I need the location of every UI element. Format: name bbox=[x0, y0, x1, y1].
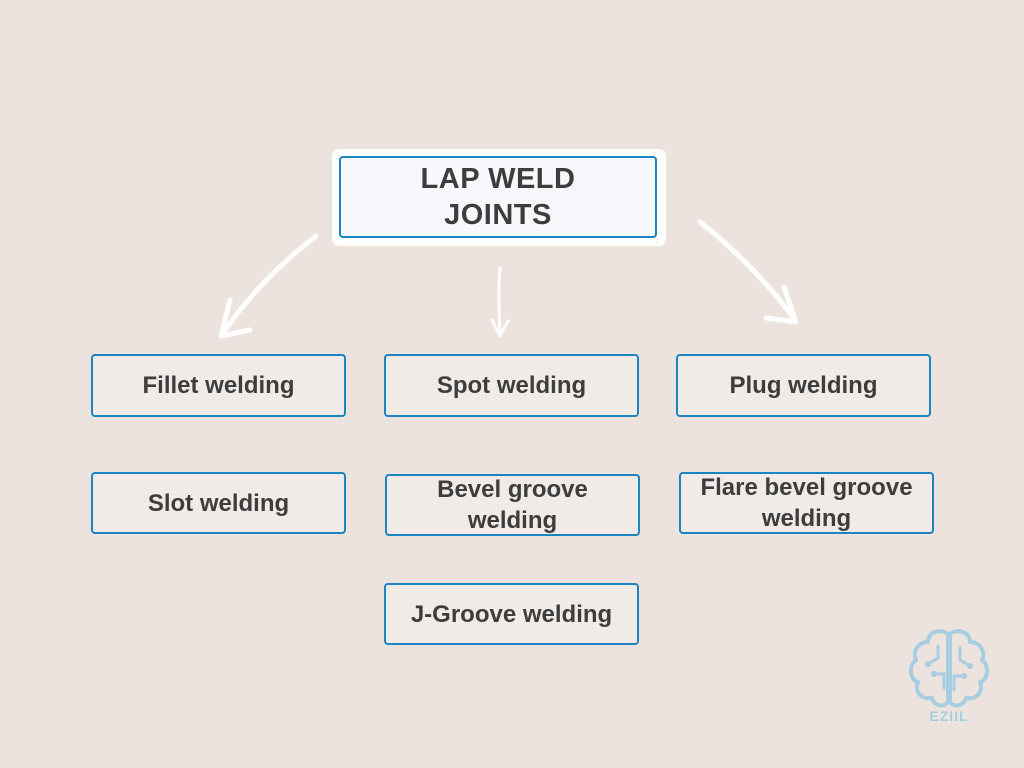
arrow-to-plug bbox=[697, 219, 798, 323]
arrowhead-fillet bbox=[218, 297, 253, 339]
title-box: LAP WELD JOINTS bbox=[339, 156, 657, 238]
brain-icon bbox=[909, 629, 989, 708]
title-line-2: JOINTS bbox=[444, 199, 552, 231]
node-spot-welding: Spot welding bbox=[384, 354, 639, 417]
node-flare-bevel-groove-welding: Flare bevel groove welding bbox=[679, 472, 934, 534]
arrow-to-spot bbox=[497, 266, 502, 336]
arrowhead-spot bbox=[490, 318, 510, 338]
arrowhead-plug bbox=[763, 284, 799, 325]
node-slot-welding: Slot welding bbox=[91, 472, 346, 534]
logo-text: EZIIL bbox=[929, 708, 969, 724]
node-bevel-groove-welding: Bevel groove welding bbox=[385, 474, 640, 536]
arrow-to-fillet bbox=[219, 233, 319, 338]
node-plug-welding: Plug welding bbox=[676, 354, 931, 417]
title-line-1: LAP WELD bbox=[420, 163, 576, 195]
node-fillet-welding: Fillet welding bbox=[91, 354, 346, 417]
node-j-groove-welding: J-Groove welding bbox=[384, 583, 639, 645]
